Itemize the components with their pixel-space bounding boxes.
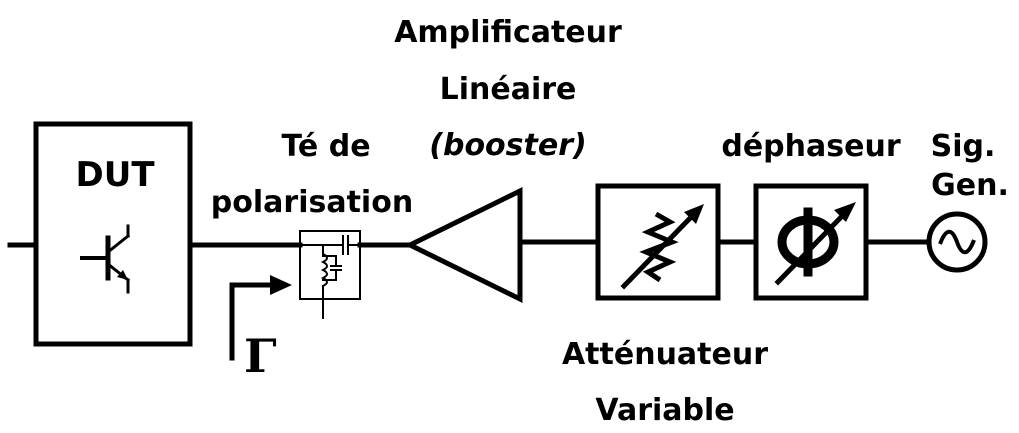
bias-tee-label-line1: Té de	[281, 129, 370, 164]
dut-label: DUT	[75, 155, 155, 195]
bias-tee-box	[299, 230, 361, 300]
amp-label-line1: Amplificateur	[394, 15, 622, 50]
attenuator-label-line2: Variable	[595, 393, 734, 428]
generator-label-line2: Gen.	[931, 168, 1009, 203]
gamma-label: Γ	[244, 329, 277, 383]
amp-label-line3: (booster)	[429, 128, 586, 163]
dut-block: DUT	[33, 121, 193, 347]
variable-resistor-icon	[620, 204, 704, 290]
transistor-icon	[80, 224, 131, 294]
phi-icon	[774, 202, 856, 286]
signal-wires	[7, 239, 931, 248]
sine-source-icon	[926, 211, 988, 273]
phase-shifter-label: déphaseur	[721, 129, 900, 164]
arrow-icon	[229, 275, 292, 361]
attenuator-label-line1: Atténuateur	[562, 337, 768, 372]
amplifier-triangle-icon	[404, 186, 523, 304]
generator-label-line1: Sig.	[931, 129, 996, 164]
bias-tee-label-line2: polarisation	[211, 185, 413, 220]
amp-label-line2: Linéaire	[440, 72, 577, 107]
phase-shifter-block	[753, 183, 869, 301]
attenuator-block	[595, 183, 721, 301]
bias-tee-icon	[299, 230, 361, 319]
dut-box	[33, 121, 193, 347]
